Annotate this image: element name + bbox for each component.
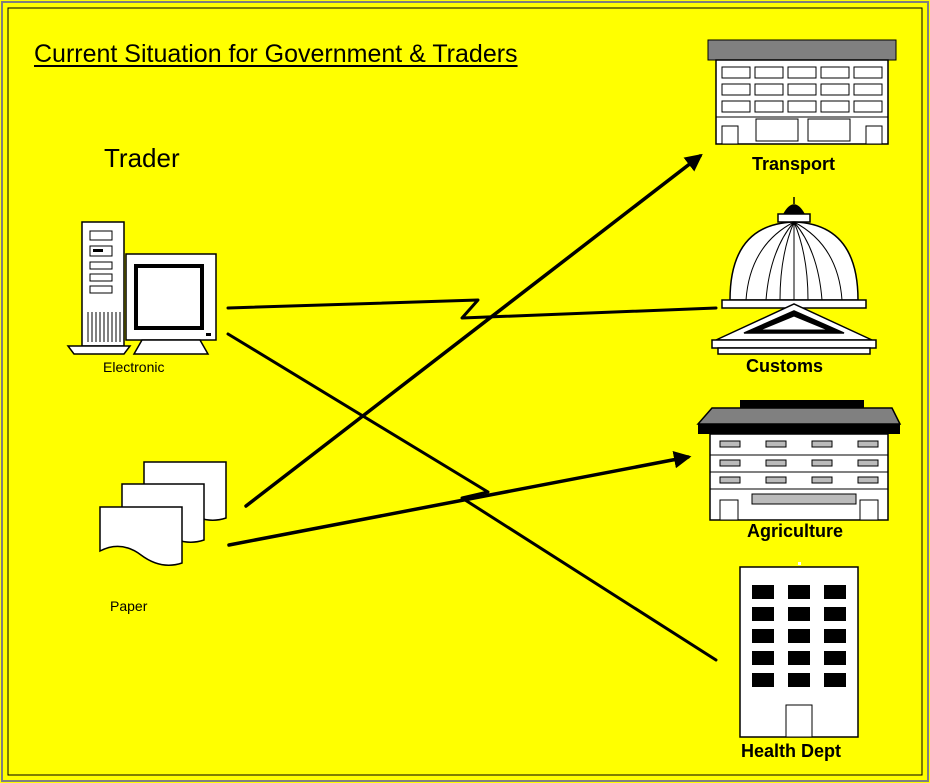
health-building-icon [739, 562, 859, 738]
electronic-to-health-line [226, 332, 718, 662]
computer-icon [66, 221, 217, 355]
paper-to-agriculture-arrow [227, 451, 692, 547]
electronic-to-customs-line [226, 298, 718, 320]
transport-label: Transport [752, 154, 836, 174]
paper-label: Paper [110, 598, 148, 614]
agriculture-label: Agriculture [747, 521, 844, 541]
slide-frame-inner [7, 7, 923, 776]
transport-building-icon [707, 39, 897, 145]
paper-stack-icon [99, 461, 227, 566]
trader-label: Trader [104, 143, 180, 173]
health-dept-label: Health Dept [741, 741, 842, 761]
customs-label: Customs [746, 356, 824, 376]
electronic-label: Electronic [103, 359, 165, 375]
agriculture-building-icon [696, 400, 902, 521]
paper-to-transport-arrow [244, 153, 703, 508]
slide-title: Current Situation for Government & Trade… [34, 40, 518, 68]
customs-building-icon [711, 197, 877, 355]
connection-lines [226, 153, 718, 662]
